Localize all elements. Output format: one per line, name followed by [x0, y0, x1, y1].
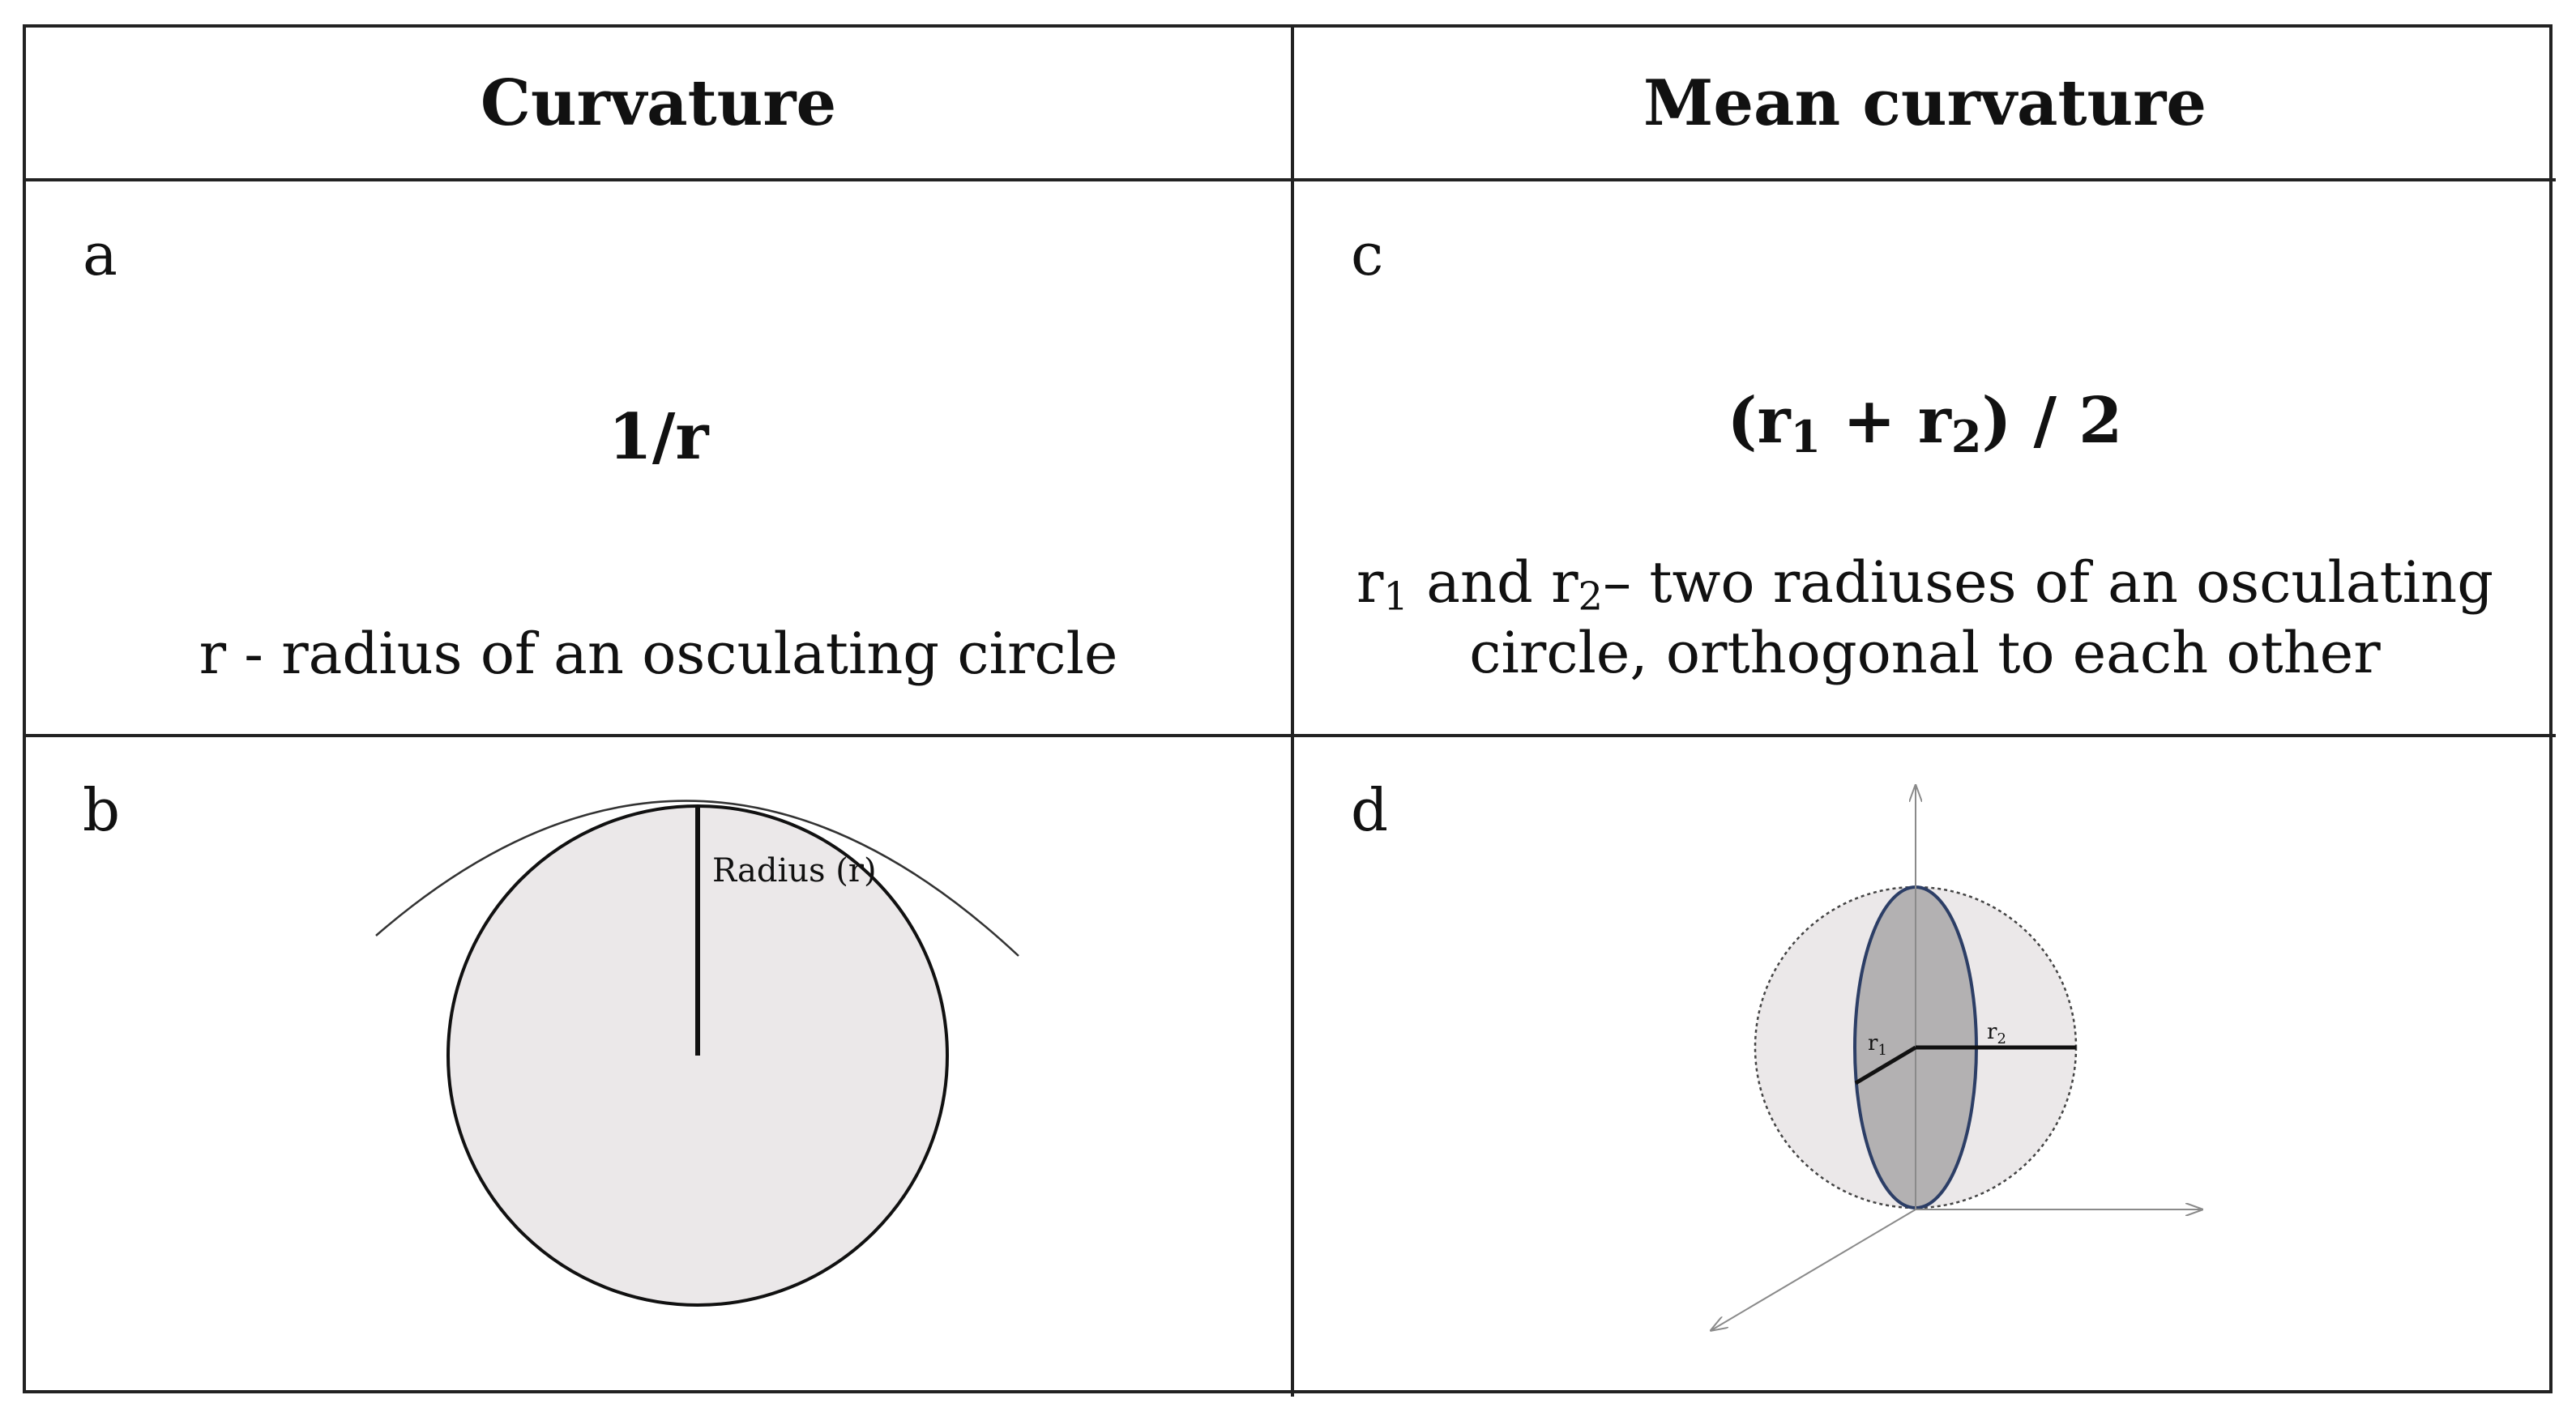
curvature-formula: 1/r: [608, 400, 709, 474]
desc-r: r: [1356, 549, 1384, 616]
header-curvature: Curvature: [26, 28, 1294, 181]
curve-arc: [375, 800, 1019, 957]
formula-close: ) / 2: [1981, 384, 2123, 458]
panel-d: d r1 r2: [1294, 737, 2556, 1397]
r2-label: r2: [1987, 1020, 2006, 1047]
r1-label-base: r: [1868, 1031, 1878, 1056]
formula-plus: + r: [1821, 384, 1951, 458]
radius-label: Radius (r): [712, 852, 877, 889]
r1-label: r1: [1868, 1031, 1887, 1059]
r2-label-base: r: [1987, 1020, 1997, 1044]
mean-curvature-description: r1 and r2– two radiuses of an osculating…: [1294, 548, 2556, 689]
panel-b: b Radius (r): [26, 737, 1294, 1397]
header-mean-curvature: Mean curvature: [1294, 28, 2556, 181]
curvature-description: r - radius of an osculating circle: [199, 621, 1118, 687]
panel-a-letter: a: [83, 220, 117, 288]
panel-c: c (r1 + r2) / 2 r1 and r2– two radiuses …: [1294, 181, 2556, 737]
curvature-table: Curvature Mean curvature a 1/r r - radiu…: [23, 24, 2556, 1397]
panel-c-letter: c: [1351, 220, 1384, 288]
formula-sub-2: 2: [1950, 410, 1982, 463]
mean-curvature-description-line2: circle, orthogonal to each other: [1469, 619, 2381, 686]
osculating-circle-diagram: Radius (r): [375, 800, 1019, 1307]
y-axis: [1711, 1209, 1916, 1330]
mean-curvature-formula: (r1 + r2) / 2: [1294, 384, 2556, 459]
mean-curvature-sphere-diagram: r1 r2: [1294, 737, 2553, 1393]
mean-curvature-description-line1: r1 and r2– two radiuses of an osculating: [1294, 548, 2556, 618]
panel-d-letter: d: [1351, 776, 1389, 844]
radius-r1: [1854, 1045, 1917, 1086]
desc-and: and r: [1408, 549, 1578, 616]
header-mean-curvature-label: Mean curvature: [1643, 66, 2206, 140]
panel-b-letter: b: [83, 776, 121, 844]
panel-a: a 1/r r - radius of an osculating circle: [26, 181, 1294, 737]
formula-open: (r: [1727, 384, 1791, 458]
desc-rest-line1: – two radiuses of an osculating: [1603, 549, 2494, 616]
header-curvature-label: Curvature: [480, 66, 837, 140]
desc-sub-2: 2: [1578, 574, 1604, 620]
formula-sub-1: 1: [1790, 410, 1822, 463]
r1-label-sub: 1: [1878, 1042, 1886, 1059]
r2-label-sub: 2: [1997, 1030, 2006, 1047]
desc-sub-1: 1: [1383, 574, 1408, 620]
